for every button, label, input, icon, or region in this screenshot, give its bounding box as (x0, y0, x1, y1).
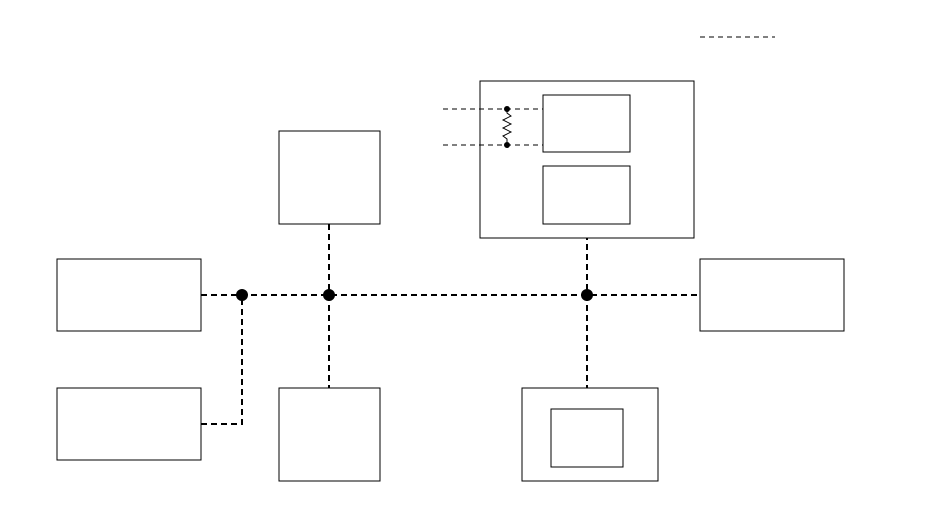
top-right-inner-lower-block (542, 165, 631, 225)
resistor-terminal-top (504, 106, 510, 112)
junction-middle (323, 289, 335, 301)
left-upper-block (56, 258, 202, 332)
left-lower-block (56, 387, 202, 461)
junction-left (236, 289, 248, 301)
right-block (699, 258, 845, 332)
top-right-inner-upper-block (542, 94, 631, 153)
left-lower-connection (201, 295, 243, 425)
bottom-middle-block (278, 387, 381, 482)
resistor-terminal-bottom (504, 142, 510, 148)
resistor-zigzag (501, 109, 513, 145)
junction-right (581, 289, 593, 301)
top-middle-block (278, 130, 381, 225)
resistor (501, 106, 513, 148)
bottom-right-inner-block (550, 408, 624, 468)
